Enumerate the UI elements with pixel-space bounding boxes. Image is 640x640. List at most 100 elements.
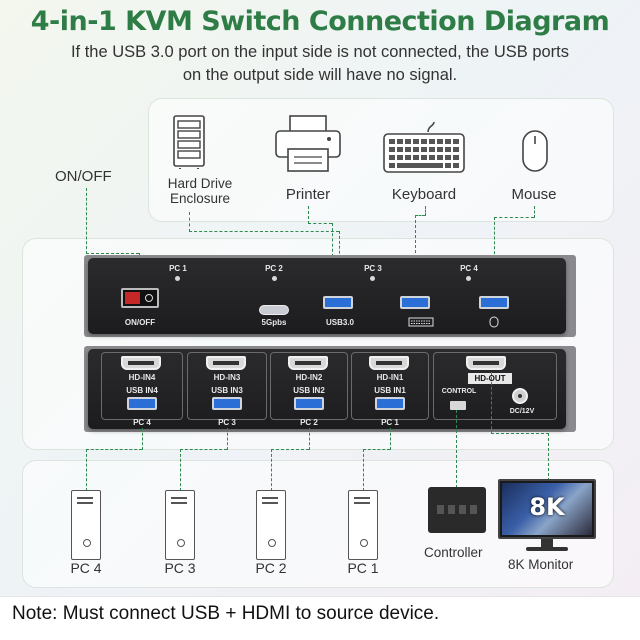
monitor-icon: 8K [498, 479, 596, 539]
pc3-tower-icon [165, 490, 195, 560]
monitor-stand [526, 547, 568, 551]
subtitle-line-1: If the USB 3.0 port on the input side is… [70, 43, 570, 61]
usb-c-port[interactable] [259, 305, 289, 315]
hdmi-in2-label: HD-IN2 [295, 373, 323, 382]
controller-button-4 [470, 505, 477, 514]
indicator-label-pc4: PC 4 [460, 264, 478, 273]
front-usb-port-keyboard[interactable] [400, 296, 430, 309]
connector-power-horizontal [86, 253, 139, 254]
connector-keyboard-down [415, 215, 416, 293]
connector-pc4-horizontal [86, 449, 142, 450]
control-label: CONTROL [441, 388, 477, 395]
note-bar [0, 596, 640, 640]
source-label-pc3: PC 3 [164, 560, 196, 576]
source-label-pc1: PC 1 [347, 560, 379, 576]
front-usb-port-mouse[interactable] [479, 296, 509, 309]
subtitle-line-2: on the output side will have no signal. [182, 66, 458, 84]
front-mouse-small-icon [489, 316, 499, 328]
connector-pc3-down [180, 449, 181, 491]
connector-pc3-horizontal [180, 449, 227, 450]
connector-pc2-up [309, 428, 310, 450]
hdmi-in4-label: HD-IN4 [128, 373, 156, 382]
printer-icon [275, 115, 341, 172]
indicator-led-pc2 [272, 276, 277, 281]
controller-button-1 [437, 505, 444, 514]
connector-keyboard-up [425, 206, 426, 216]
connector-pc1-down [363, 449, 364, 491]
connector-monitor-horizontal [491, 433, 549, 434]
dc-label: DC/12V [509, 408, 535, 415]
connector-pc1-horizontal [363, 449, 390, 450]
hdmi-in3-label: HD-IN3 [213, 373, 241, 382]
controller-label: Controller [424, 545, 483, 560]
front-keyboard-small-icon [408, 317, 434, 327]
back-pc1-label: PC 1 [381, 418, 399, 427]
hard-drive-label-line-2: Enclosure [169, 191, 231, 206]
output-section: HD-OUT CONTROL DC/12V [433, 352, 557, 420]
controller-buttons [437, 505, 477, 515]
usb-in3-port[interactable] [212, 397, 242, 410]
input-section-4: HD-IN4 USB IN4 [101, 352, 183, 420]
indicator-led-pc1 [175, 276, 180, 281]
control-port[interactable] [450, 401, 466, 410]
hdmi-in4-port[interactable] [121, 356, 161, 370]
hdmi-out-port[interactable] [466, 356, 506, 370]
power-switch-label: ON/OFF [124, 318, 156, 327]
monitor-label: 8K Monitor [508, 557, 574, 572]
peripheral-label-printer: Printer [285, 186, 331, 203]
connector-monitor-down [548, 433, 549, 481]
connector-keyboard-horizontal [415, 215, 425, 216]
connector-printer-horizontal [308, 223, 332, 224]
pc4-tower-icon [71, 490, 101, 560]
input-section-3: HD-IN3 USB IN3 [187, 352, 267, 420]
mouse-icon [522, 130, 548, 172]
hdmi-in1-port[interactable] [369, 356, 409, 370]
hard-drive-enclosure-icon [173, 115, 205, 169]
monitor-8k-badge: 8K [529, 493, 565, 521]
indicator-led-pc3 [370, 276, 375, 281]
indicator-label-pc1: PC 1 [169, 264, 187, 273]
dc-power-jack-pin [518, 394, 522, 398]
hdmi-in2-port[interactable] [288, 356, 328, 370]
usb-in1-port[interactable] [375, 397, 405, 410]
power-off-symbol-icon [145, 294, 153, 302]
usb-in2-port[interactable] [294, 397, 324, 410]
connector-pc4-down [86, 449, 87, 491]
power-switch-rocker [125, 292, 140, 304]
hard-drive-label-line-1: Hard Drive [167, 176, 233, 191]
power-switch[interactable] [121, 288, 159, 308]
power-switch-callout: ON/OFF [55, 168, 112, 185]
usb-in1-label: USB IN1 [374, 386, 406, 395]
connector-pc4-up [142, 428, 143, 450]
hdmi-out-label: HD-OUT [468, 373, 512, 384]
connector-mouse-horizontal [494, 217, 534, 218]
dc-power-jack[interactable] [512, 388, 528, 404]
back-pc3-label: PC 3 [218, 418, 236, 427]
connector-printer-up [308, 206, 309, 224]
connector-pc3-up [227, 428, 228, 450]
indicator-label-pc2: PC 2 [265, 264, 283, 273]
connector-pc2-horizontal [271, 449, 309, 450]
peripheral-label-keyboard: Keyboard [391, 186, 457, 203]
pc2-tower-icon [256, 490, 286, 560]
connector-hdd-up [189, 212, 190, 232]
note-text: Note: Must connect USB + HDMI to source … [12, 603, 440, 624]
connector-power-vertical [86, 188, 87, 254]
usb-in4-port[interactable] [127, 397, 157, 410]
connector-hdd-horizontal [189, 231, 339, 232]
peripheral-label-mouse: Mouse [511, 186, 557, 203]
front-usb-port-1[interactable] [323, 296, 353, 309]
usb-in3-label: USB IN3 [211, 386, 243, 395]
indicator-led-pc4 [466, 276, 471, 281]
front-usb-label: USB3.0 [325, 318, 354, 327]
connector-pc1-up [390, 428, 391, 450]
back-pc2-label: PC 2 [300, 418, 318, 427]
hdmi-in1-label: HD-IN1 [376, 373, 404, 382]
connector-controller [456, 410, 457, 488]
input-section-1: HD-IN1 USB IN1 [351, 352, 429, 420]
back-pc4-label: PC 4 [133, 418, 151, 427]
hdmi-in3-port[interactable] [206, 356, 246, 370]
keyboard-icon [383, 121, 465, 173]
indicator-label-pc3: PC 3 [364, 264, 382, 273]
controller-button-2 [448, 505, 455, 514]
